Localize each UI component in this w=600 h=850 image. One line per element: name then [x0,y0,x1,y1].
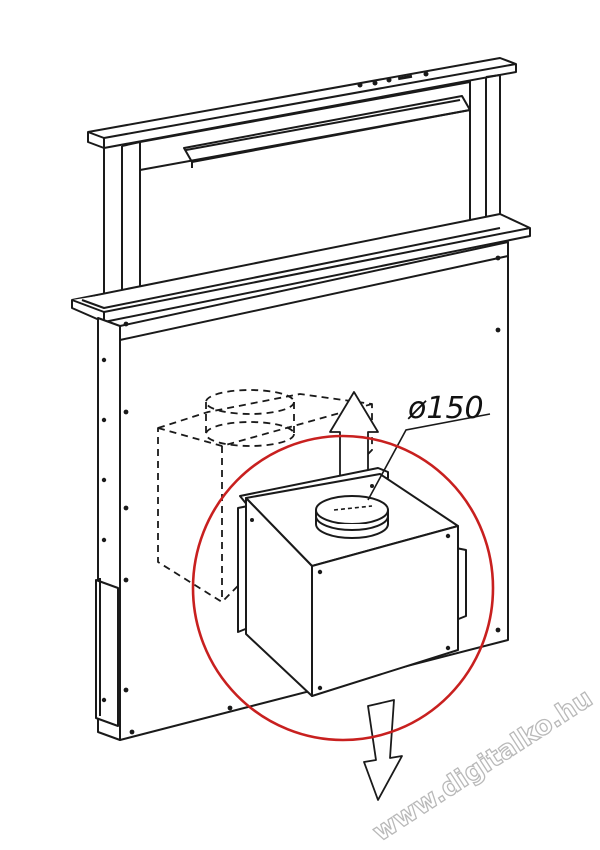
control-buttons [357,71,429,88]
exhaust-down-arrow [363,699,403,801]
watermark-text: www.digitalko.hu [367,684,598,848]
duct-dimension [333,413,491,511]
duct-diameter-label: ø150 [407,391,484,426]
worktop-trim [71,213,531,323]
motor-box [237,467,467,697]
mounting-screws [101,255,501,735]
highlight-circle [191,434,495,742]
motor-box-screws [250,484,451,691]
hood-glass-panel [87,57,517,307]
